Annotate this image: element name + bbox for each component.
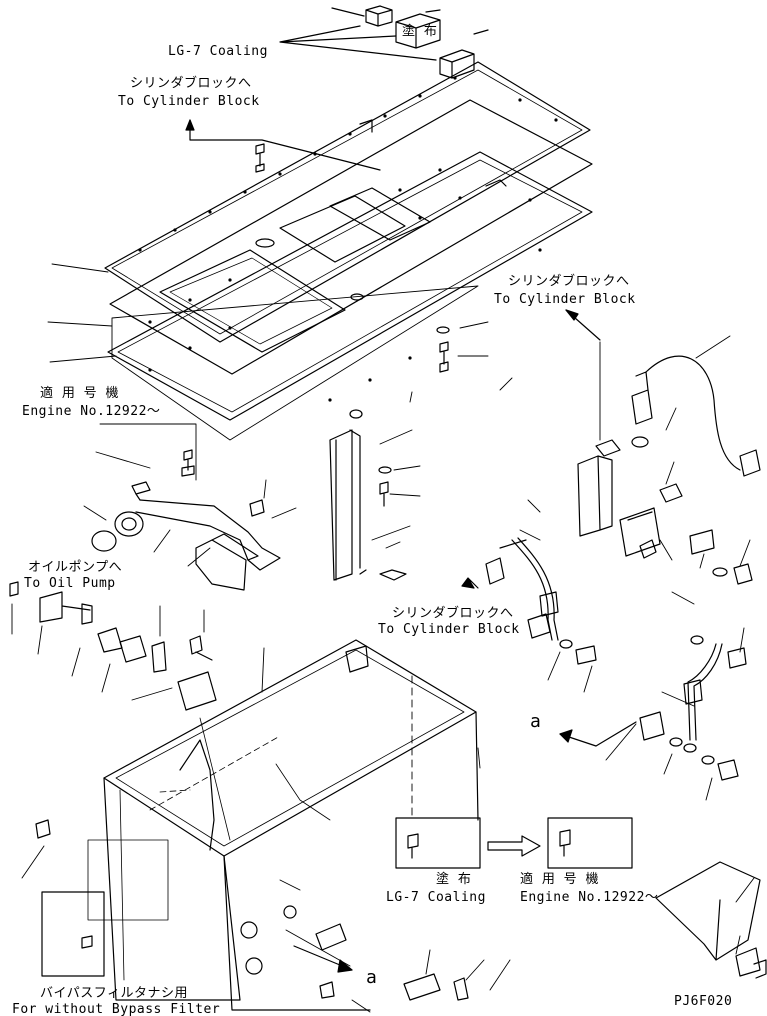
view-arrows xyxy=(293,309,637,973)
suction-pipe xyxy=(9,429,361,711)
coating-bottom-jp: 塗 布 xyxy=(436,872,472,887)
applicable-engine-1-en: Engine No.12922～ xyxy=(22,404,161,419)
oil-pump-label-en: To Oil Pump xyxy=(24,576,116,591)
cylinder-block-label-3-en: To Cylinder Block xyxy=(378,622,520,637)
coating-blocks xyxy=(279,5,489,79)
oil-pan xyxy=(35,639,479,1011)
cylinder-block-label-3-jp: シリンダブロックへ xyxy=(392,606,514,621)
applicable-engine-1-jp: 適 用 号 機 xyxy=(40,386,119,401)
coating-top-jp: 塗 布 xyxy=(402,24,438,39)
cylinder-block-label-2-jp: シリンダブロックへ xyxy=(508,274,630,289)
upper-plate-gasket xyxy=(104,61,593,441)
coating-detail-boxes xyxy=(395,817,633,1001)
applicable-engine-2-jp: 適 用 号 機 xyxy=(520,872,599,887)
leader-lines xyxy=(11,263,755,1013)
view-a-label-1: a xyxy=(530,711,542,732)
cylinder-block-label-1-jp: シリンダブロックへ xyxy=(130,76,252,91)
bypass-filter-label-en: For without Bypass Filter xyxy=(12,1002,221,1016)
bolt-holes xyxy=(138,76,558,402)
view-a-label-2: a xyxy=(366,967,378,988)
applicable-engine-2-en: Engine No.12922～ xyxy=(520,890,659,905)
bolts-upper xyxy=(131,143,450,581)
cylinder-block-label-1-en: To Cylinder Block xyxy=(118,94,260,109)
bypass-note-box xyxy=(41,839,169,977)
oil-pump-label-jp: オイルポンプへ xyxy=(28,560,123,575)
coating-bottom-en: LG-7 Coaling xyxy=(386,890,486,905)
coating-top-en: LG-7 Coaling xyxy=(168,44,268,59)
bypass-filter-label-jp: バイパスフィルタナシ用 xyxy=(40,986,188,1001)
right-side-assembly xyxy=(485,355,767,979)
cylinder-block-label-2-en: To Cylinder Block xyxy=(494,292,636,307)
drawing-code: PJ6F020 xyxy=(674,994,733,1009)
